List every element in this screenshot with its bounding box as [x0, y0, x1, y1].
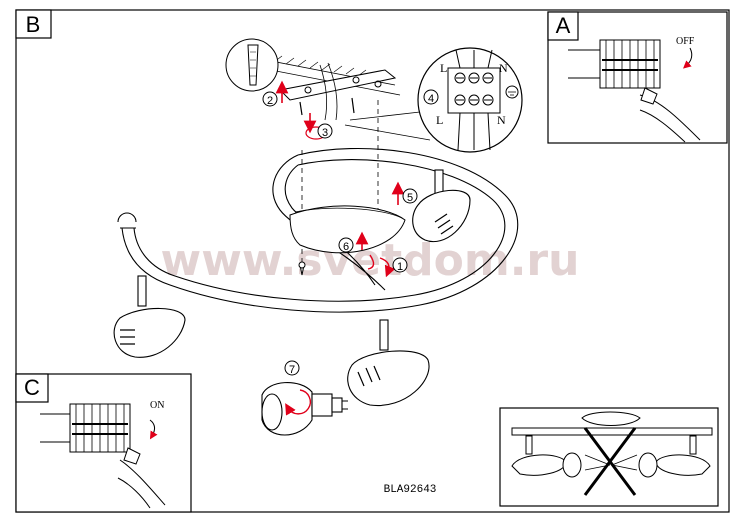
panel-c	[15, 373, 192, 513]
svg-text:6: 6	[343, 241, 349, 253]
off-text: OFF	[676, 36, 695, 47]
panel-a	[547, 11, 728, 144]
step-marker-4: 4	[423, 89, 439, 105]
panel-a-label: A	[556, 13, 571, 38]
terminal-callout-lines	[344, 111, 431, 141]
guide-lines	[301, 100, 379, 265]
model-code: BLA92643	[384, 484, 437, 496]
spiral-track	[117, 148, 519, 313]
step-marker-6: 6	[338, 231, 375, 270]
step-marker-1: 1	[379, 257, 408, 278]
canopy	[289, 205, 406, 254]
wall-plug-detail	[225, 38, 279, 92]
screw	[298, 261, 306, 276]
terminal-label-n-bottom: N	[497, 113, 506, 127]
step-marker-2: 2	[262, 80, 289, 107]
terminal-label-l-bottom: L	[436, 113, 443, 127]
panel-b-label: B	[26, 12, 41, 37]
svg-text:1: 1	[397, 261, 403, 273]
on-text: ON	[150, 400, 164, 411]
panel-b-tab	[15, 9, 52, 39]
incorrect-position-panel	[499, 407, 719, 507]
terminal-label-l-top: L	[440, 61, 447, 75]
step-marker-5: 5	[391, 181, 418, 205]
spotlight-center	[347, 319, 430, 407]
svg-text:4: 4	[428, 93, 434, 105]
spotlight-left	[113, 275, 186, 358]
terminal-block-detail	[417, 47, 523, 153]
terminal-label-n-top: N	[499, 61, 508, 75]
svg-text:2: 2	[267, 95, 273, 107]
panel-c-label: C	[24, 375, 40, 400]
main-frame	[15, 9, 730, 513]
step-marker-3: 3	[303, 113, 333, 140]
svg-text:7: 7	[289, 364, 295, 376]
svg-text:3: 3	[322, 127, 328, 139]
spotlight-right	[412, 169, 471, 243]
bulb-insert	[261, 382, 348, 436]
step-marker-7: 7	[284, 360, 312, 416]
svg-text:5: 5	[407, 192, 413, 204]
